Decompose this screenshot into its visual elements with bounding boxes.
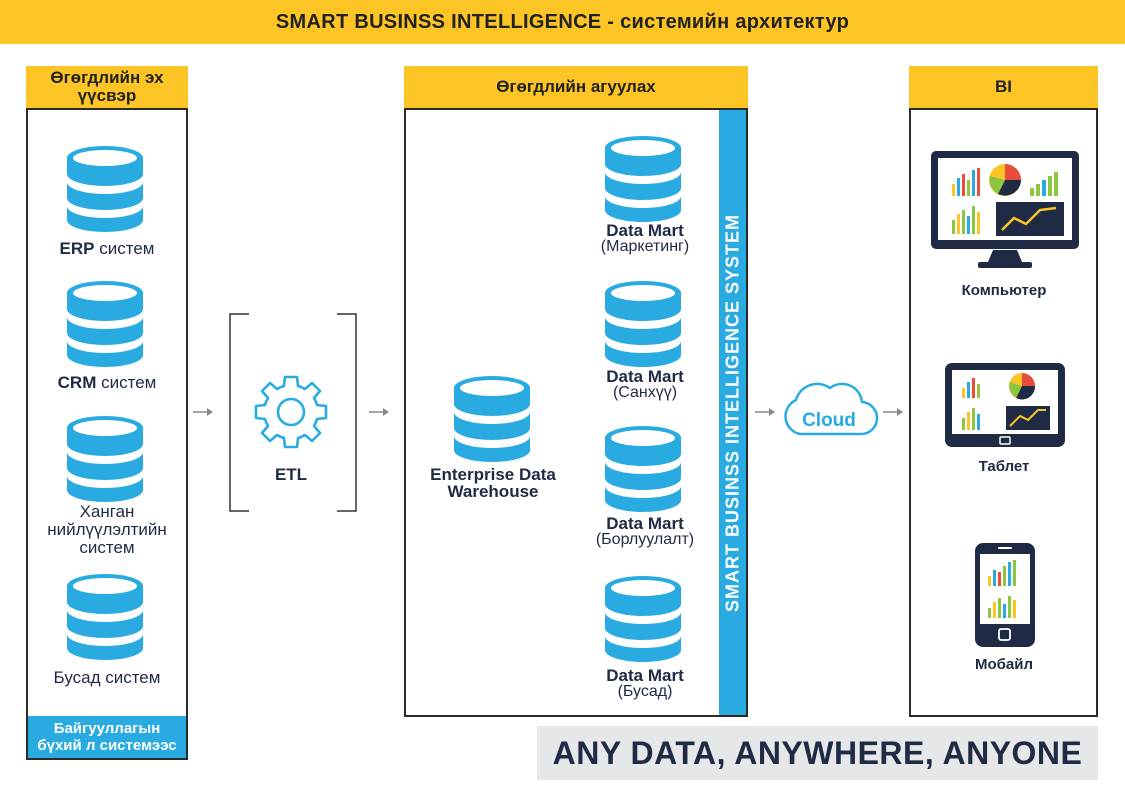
arrow-sources-etl (193, 408, 213, 416)
edw-database-icon (454, 376, 530, 462)
bi-header: BI (909, 66, 1098, 110)
arrow-warehouse-cloud (755, 408, 775, 416)
cloud-label: Cloud (802, 410, 856, 431)
warehouse-header: Өгөгдлийн агуулах (404, 66, 748, 110)
sources-footer: Байгууллагын бүхий л системээс (28, 716, 186, 758)
datamart-marketing-title: Data Mart (606, 221, 684, 240)
datamart-finance-icon (605, 281, 681, 367)
page-title: SMART BUSINSS INTELLIGENCE - системийн а… (0, 0, 1125, 44)
etl-brackets (229, 313, 357, 512)
edw-label: Enterprise Data Warehouse (430, 465, 556, 501)
gear-icon (254, 375, 328, 449)
datamart-sales-icon (605, 426, 681, 512)
device-label-tablet: Таблет (978, 458, 1030, 475)
source-label-supply: Ханган нийлүүлэлтийн систем (47, 502, 167, 557)
tablet-icon (945, 363, 1065, 447)
sources-header: Өгөгдлийн эх үүсвэр (26, 66, 188, 110)
datamart-marketing-sub: (Маркетинг) (600, 238, 690, 255)
slogan: ANY DATA, ANYWHERE, ANYONE (537, 726, 1098, 780)
phone-icon (975, 543, 1035, 647)
device-label-mobile: Мобайл (974, 656, 1033, 673)
datamart-sales-sub: (Борлуулалт) (595, 531, 695, 548)
supply-database-icon (67, 416, 143, 502)
erp-database-icon (67, 146, 143, 232)
warehouse-vertical-bar: SMART BUSINSS INTELLIGENCE SYSTEM (719, 110, 746, 715)
arrow-cloud-bi (883, 408, 903, 416)
datamart-other-title: Data Mart (606, 666, 684, 685)
device-label-computer: Компьютер (961, 282, 1047, 299)
source-label-erp: ERP систем (59, 239, 155, 258)
etl-label: ETL (274, 465, 308, 484)
datamart-other-sub: (Бусад) (617, 683, 673, 700)
other-database-icon (67, 574, 143, 660)
crm-database-icon (67, 281, 143, 367)
cloud-icon (784, 382, 879, 436)
arrow-etl-warehouse (369, 408, 389, 416)
datamart-finance-title: Data Mart (606, 367, 684, 386)
monitor-icon (931, 151, 1079, 268)
warehouse-vertical-label: SMART BUSINSS INTELLIGENCE SYSTEM (722, 213, 742, 612)
source-label-crm: CRM систем (57, 373, 157, 392)
source-label-other: Бусад систем (53, 668, 161, 687)
datamart-finance-sub: (Санхүү) (612, 384, 678, 401)
datamart-other-icon (605, 576, 681, 662)
datamart-marketing-icon (605, 136, 681, 222)
datamart-sales-title: Data Mart (606, 514, 684, 533)
